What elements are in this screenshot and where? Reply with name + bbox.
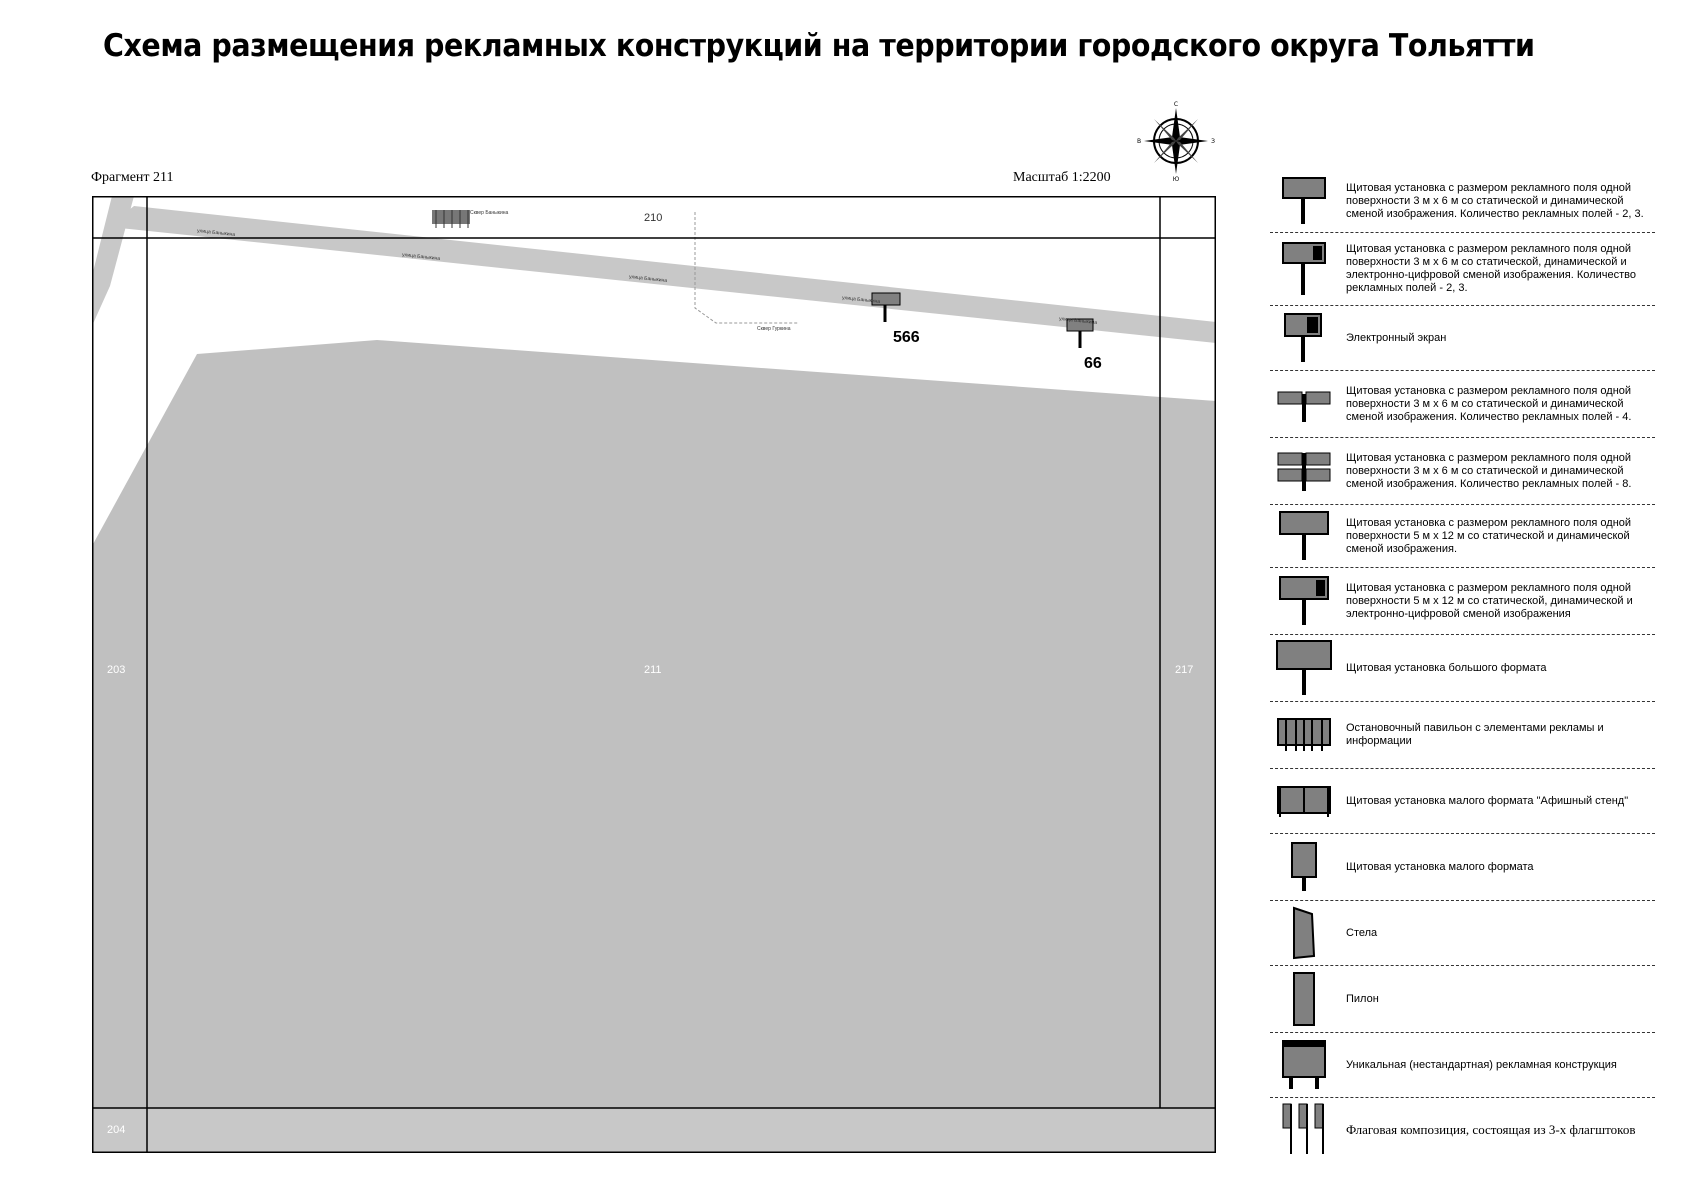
compass-north-label: С [1174, 101, 1178, 108]
legend-item: Флаговая композиция, состоящая из 3-х фл… [1270, 1098, 1655, 1160]
legend-text: Щитовая установка с размером рекламного … [1346, 181, 1644, 220]
construction-number-566[interactable]: 566 [893, 329, 920, 346]
legend-item: Остановочный павильон с элементами рекла… [1270, 702, 1655, 769]
legend-item: Щитовая установка с размером рекламного … [1270, 438, 1655, 505]
billboard-3x6-icon [1270, 176, 1338, 226]
legend-text: Щитовая установка с размером рекламного … [1346, 581, 1633, 620]
legend-item: Щитовая установка с размером рекламного … [1270, 568, 1655, 635]
legend-item: Электронный экран [1270, 306, 1655, 371]
small-format-billboard-icon [1270, 841, 1338, 893]
legend-item: Уникальная (нестандартная) рекламная кон… [1270, 1033, 1655, 1098]
legend-item: Щитовая установка с размером рекламного … [1270, 505, 1655, 568]
large-format-billboard-icon [1270, 639, 1338, 697]
compass-west-label: В [1137, 138, 1141, 145]
legend-text: Щитовая установка с размером рекламного … [1346, 384, 1632, 423]
legend-text: Щитовая установка большого формата [1346, 661, 1547, 674]
legend-text: Щитовая установка с размером рекламного … [1346, 516, 1632, 555]
legend-text: Электронный экран [1346, 331, 1447, 344]
poi-label: Сквер Гуркина [757, 326, 791, 332]
poster-stand-icon [1270, 783, 1338, 819]
legend-text: Щитовая установка с размером рекламного … [1346, 243, 1636, 294]
compass-east-label: З [1211, 138, 1215, 145]
main-road [120, 206, 1216, 343]
fragment-number-bottom-left: 204 [107, 1124, 126, 1136]
fragment-number-right: 217 [1175, 664, 1194, 676]
left-road [92, 196, 134, 326]
billboard-5x12-digital-icon [1270, 575, 1338, 627]
legend-text: Щитовая установка малого формата [1346, 860, 1534, 873]
billboard-4-fields-icon [1270, 384, 1338, 424]
legend-text: Пилон [1346, 992, 1379, 1005]
fragment-number-center: 211 [644, 664, 662, 676]
legend-item: Пилон [1270, 966, 1655, 1033]
legend-text: Щитовая установка малого формата "Афишны… [1346, 794, 1629, 807]
legend: Щитовая установка с размером рекламного … [1270, 170, 1655, 1160]
billboard-5x12-icon [1270, 510, 1338, 562]
legend-item: Щитовая установка малого формата "Афишны… [1270, 769, 1655, 834]
construction-marker-566 [871, 292, 901, 322]
construction-number-66[interactable]: 66 [1084, 355, 1102, 372]
legend-text: Уникальная (нестандартная) рекламная кон… [1346, 1058, 1617, 1071]
legend-item: Щитовая установка большого формата [1270, 635, 1655, 702]
compass-south-label: Ю [1173, 176, 1180, 182]
bus-stop-marker-icon [432, 210, 470, 228]
fragment-label: Фрагмент 211 [91, 170, 174, 185]
bus-stop-pavilion-icon [1270, 715, 1338, 755]
map-title: Схема размещения рекламных конструкций н… [103, 28, 1535, 64]
poi-label: Сквер Баныкина [470, 210, 509, 216]
legend-text: Стела [1346, 926, 1378, 939]
legend-item: Щитовая установка с размером рекламного … [1270, 233, 1655, 306]
fragment-number-top: 210 [644, 212, 663, 224]
legend-item: Щитовая установка с размером рекламного … [1270, 170, 1655, 233]
compass-rose-icon: С Ю В З [1136, 100, 1216, 183]
legend-item: Стела [1270, 901, 1655, 966]
scale-label: Масштаб 1:2200 [1013, 170, 1111, 185]
fragment-number-left: 203 [107, 664, 126, 676]
legend-text: Щитовая установка с размером рекламного … [1346, 451, 1632, 490]
legend-item: Щитовая установка с размером рекламного … [1270, 371, 1655, 438]
billboard-8-fields-icon [1270, 449, 1338, 493]
legend-text: Флаговая композиция, состоящая из 3-х фл… [1346, 1121, 1636, 1137]
pylon-icon [1270, 971, 1338, 1027]
territory-area [92, 340, 1216, 1153]
legend-item: Щитовая установка малого формата [1270, 834, 1655, 901]
unique-construction-icon [1270, 1039, 1338, 1091]
stele-icon [1270, 906, 1338, 960]
billboard-3x6-digital-icon [1270, 241, 1338, 297]
map-fragment[interactable]: 210 211 203 217 204 улица Баныкина улица… [92, 196, 1216, 1153]
legend-text: Остановочный павильон с элементами рекла… [1346, 722, 1604, 747]
construction-marker-66 [1066, 318, 1094, 348]
electronic-screen-icon [1270, 312, 1338, 364]
flag-composition-icon [1270, 1102, 1338, 1156]
